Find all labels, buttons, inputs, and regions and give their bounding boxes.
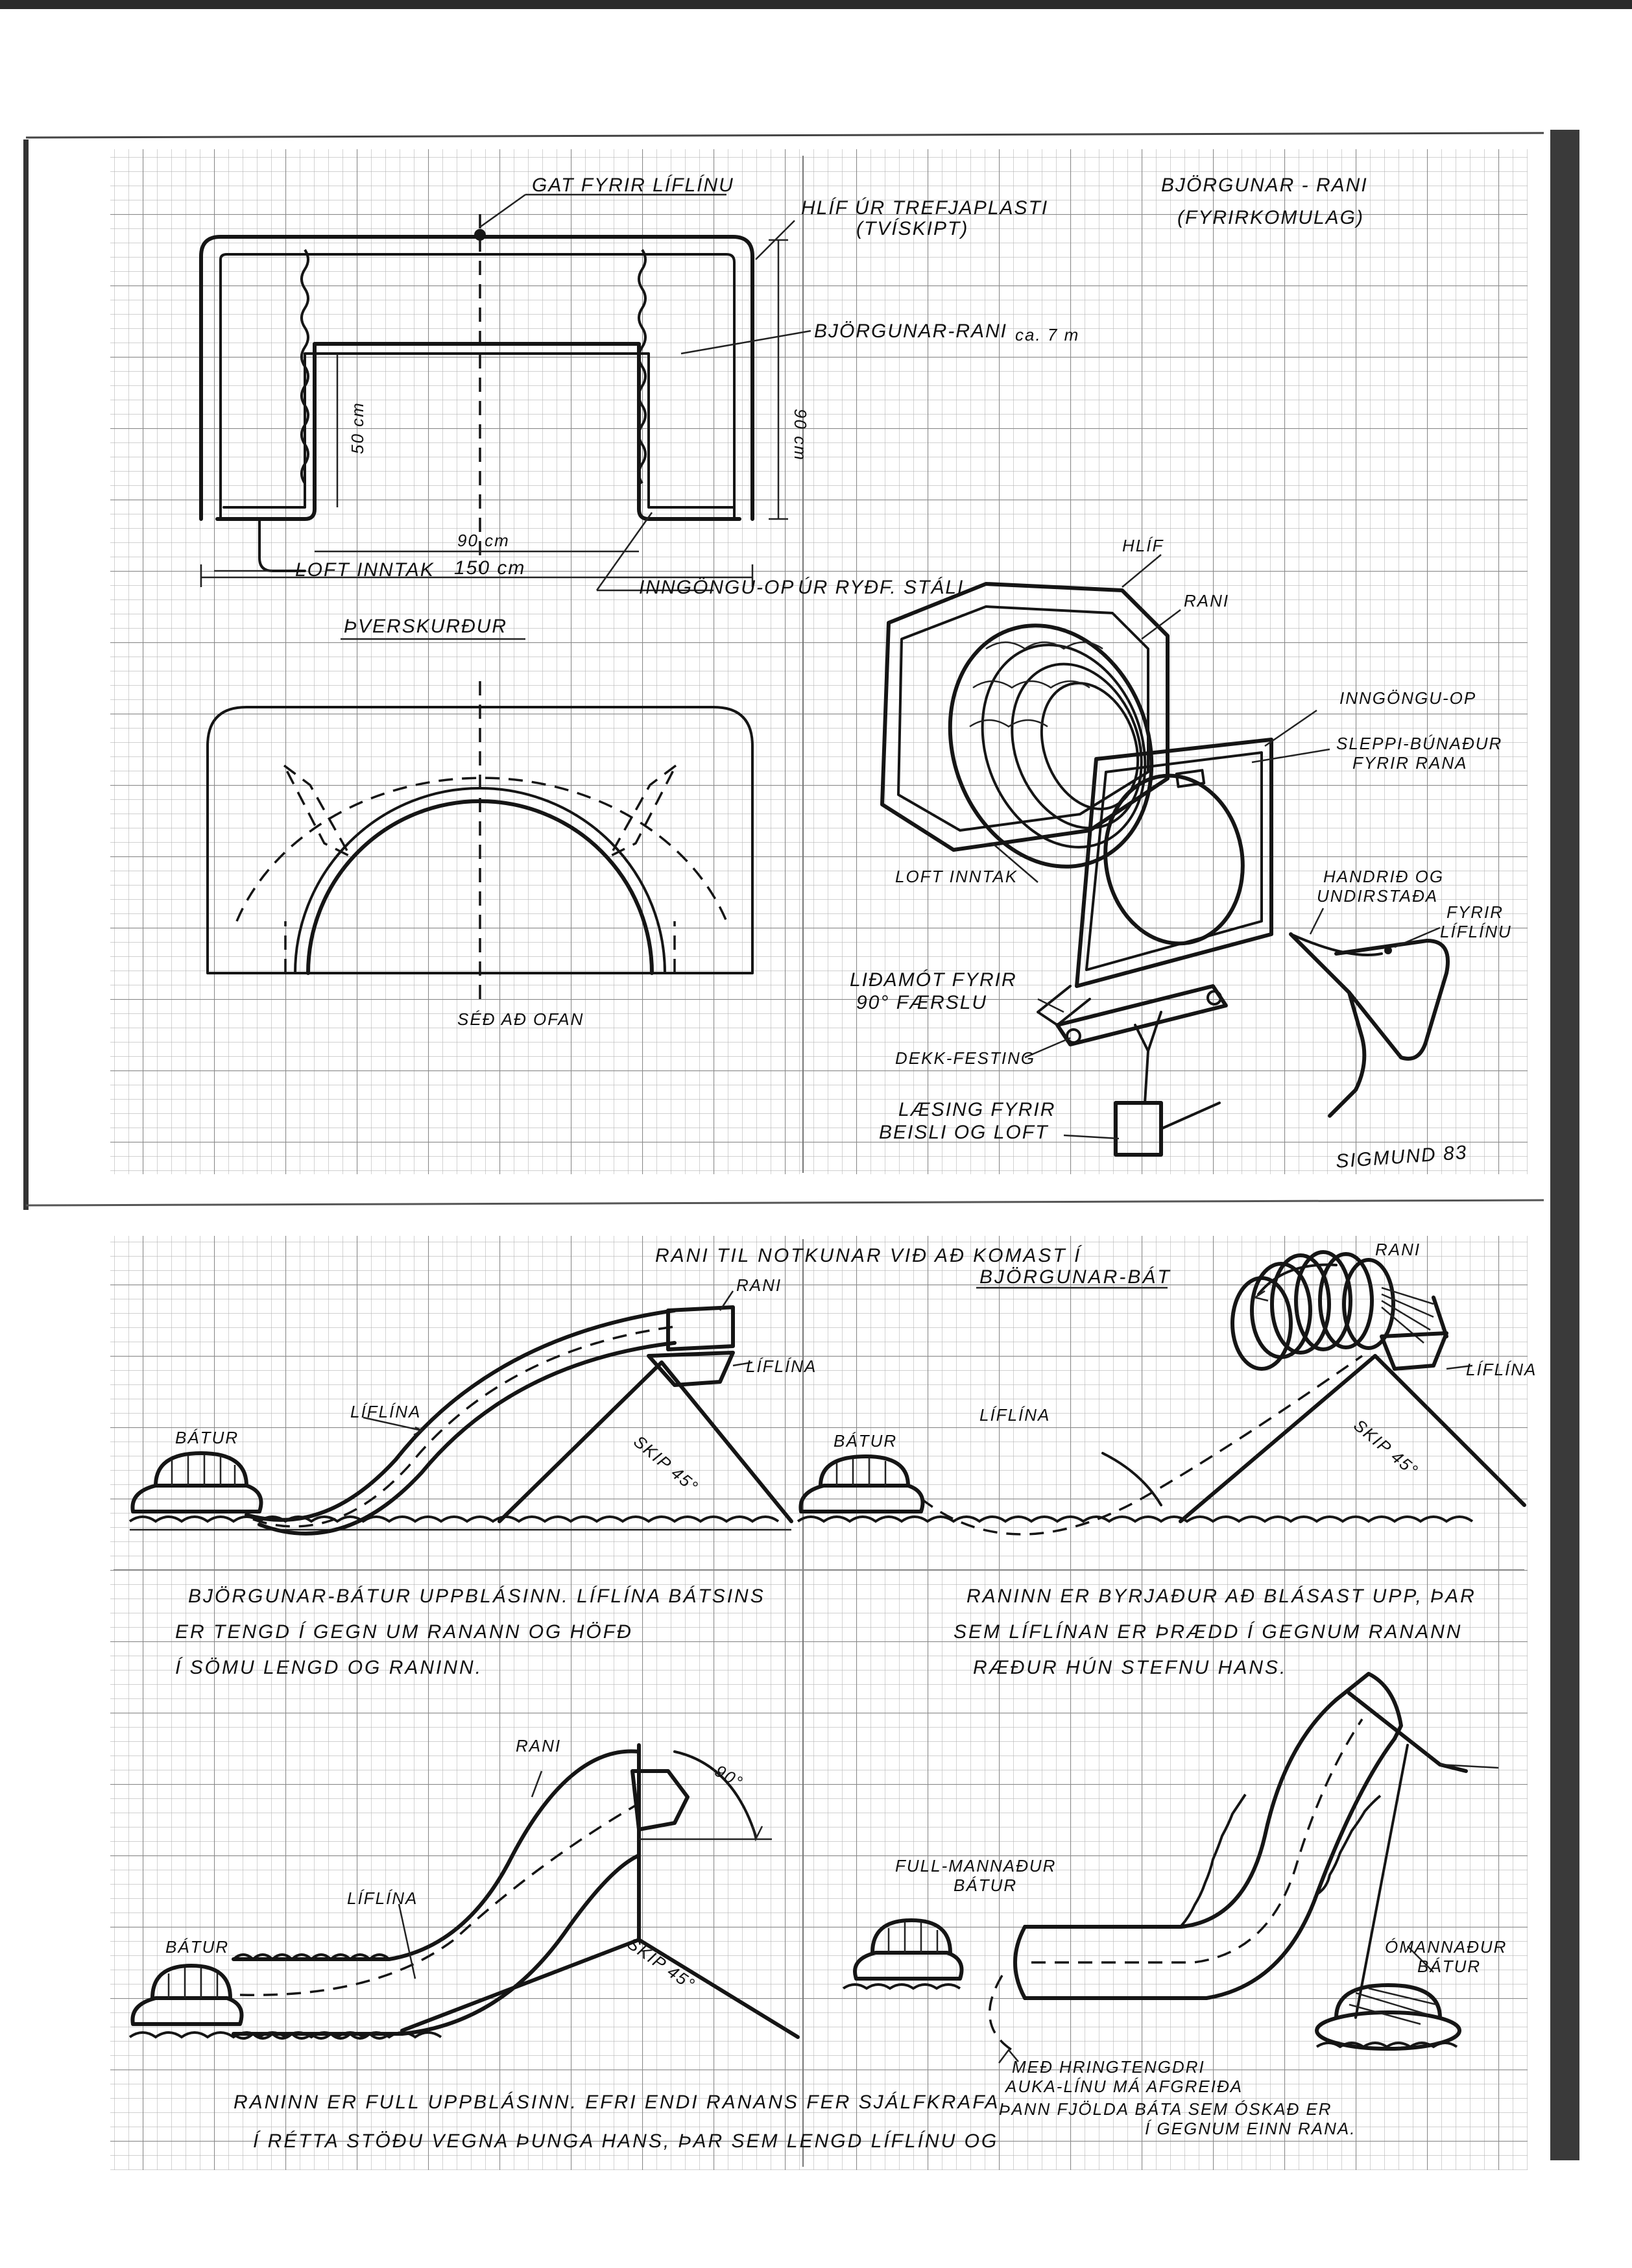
iso-label-sleppi2: FYRIR RANA	[1352, 753, 1467, 773]
panel-3-drawing	[128, 1743, 800, 2040]
sheet1-subtitle: (FYRIRKOMULAG)	[1177, 207, 1364, 228]
caption-sed-ad-ofan: SÉÐ AÐ OFAN	[457, 1009, 584, 1029]
iso-label-lasing: LÆSING FYRIR	[898, 1099, 1055, 1120]
iso-label-liflinu: LÍFLÍNU	[1440, 922, 1512, 941]
panel-2-drawing	[797, 1250, 1526, 1536]
label-ryst-stal: ÚR RYÐF. STÁLI	[798, 577, 964, 598]
p3-label-batur: BÁTUR	[165, 1937, 229, 1957]
iso-label-hlif: HLÍF	[1122, 536, 1164, 555]
p1-caption-3: Í SÖMU LENGD OG RANINN.	[175, 1657, 483, 1678]
p2-caption-2: SEM LÍFLÍNAN ER ÞRÆDD Í GEGNUM RANANN	[954, 1621, 1462, 1643]
iso-label-dekk: DEKK-FESTING	[895, 1048, 1035, 1068]
p1-label-liflina2: LÍFLÍNA	[746, 1357, 817, 1376]
p1-caption-2: ER TENGD Í GEGN UM RANANN OG HÖFÐ	[175, 1621, 633, 1643]
right-scan-edge	[1550, 130, 1579, 2160]
p4-caption-3: ÞANN FJÖLDA BÁTA SEM ÓSKAÐ ER	[999, 2099, 1332, 2119]
label-bjorgunar-rani: BJÖRGUNAR-RANI	[814, 320, 1007, 342]
p1-label-rani: RANI	[736, 1275, 782, 1295]
p4-caption-4: Í GEGNUM EINN RANA.	[1145, 2119, 1356, 2138]
label-gat: GAT FYRIR LÍFLÍNU	[532, 175, 734, 196]
p2-label-liflina: LÍFLÍNA	[979, 1405, 1050, 1425]
label-rani-length: ca. 7 m	[1015, 325, 1079, 344]
p4-label-full: FULL-MANNAÐUR	[895, 1856, 1056, 1876]
dim-90cm-height: 90 cm	[791, 409, 810, 461]
p3-caption-2: Í RÉTTA STÖÐU VEGNA ÞUNGA HANS, ÞAR SEM …	[253, 2130, 998, 2152]
dim-90cm-width: 90 cm	[457, 531, 510, 550]
caption-thverskurdur: ÞVERSKURÐUR	[344, 616, 507, 637]
iso-label-sleppi: SLEPPI-BÚNAÐUR	[1336, 734, 1502, 753]
p2-label-liflina2: LÍFLÍNA	[1466, 1360, 1537, 1379]
p1-label-liflina: LÍFLÍNA	[350, 1402, 421, 1421]
panel-1-drawing	[128, 1290, 793, 1536]
label-hlif-sub: (TVÍSKIPT)	[856, 218, 968, 239]
p2-label-batur: BÁTUR	[834, 1431, 897, 1451]
iso-label-lasing2: BEISLI OG LOFT	[879, 1122, 1049, 1143]
p3-label-rani: RANI	[516, 1736, 561, 1755]
lower-sheet-grid	[110, 1236, 1528, 2170]
iso-label-fyrir: FYRIR	[1446, 902, 1504, 922]
panel-4-drawing	[842, 1672, 1499, 2064]
iso-label-lidamot2: 90° FÆRSLU	[856, 992, 987, 1013]
top-scan-edge	[0, 0, 1632, 9]
p4-caption-2: AUKA-LÍNU MÁ AFGREIÐA	[1004, 2077, 1243, 2096]
dim-50cm: 50 cm	[348, 402, 367, 454]
p4-label-full2: BÁTUR	[954, 1876, 1017, 1895]
sheet2-title2: BJÖRGUNAR-BÁT	[979, 1266, 1171, 1288]
top-view-drawing	[206, 681, 754, 999]
upper-sheet-top-edge	[25, 132, 1544, 139]
iso-label-rani: RANI	[1184, 591, 1229, 610]
sheet1-title: BJÖRGUNAR - RANI	[1161, 175, 1368, 196]
iso-label-handrid2: UNDIRSTAÐA	[1317, 886, 1438, 906]
p2-caption-1: RANINN ER BYRJAÐUR AÐ BLÁSAST UPP, ÞAR	[966, 1586, 1476, 1607]
isometric-drawing	[880, 554, 1450, 1157]
iso-label-loft: LOFT INNTAK	[895, 867, 1018, 886]
upper-sheet-grid	[110, 149, 1528, 1174]
p3-label-liflina: LÍFLÍNA	[347, 1888, 418, 1908]
iso-label-inngongu: INNGÖNGU-OP	[1339, 688, 1476, 708]
p1-caption-1: BJÖRGUNAR-BÁTUR UPPBLÁSINN. LÍFLÍNA BÁTS…	[188, 1586, 765, 1607]
label-inngongu-op: INNGÖNGU-OP	[639, 577, 795, 598]
p1-label-batur: BÁTUR	[175, 1428, 239, 1447]
dim-150cm: 150 cm	[454, 557, 525, 579]
p4-label-omannadur: ÓMANNAÐUR	[1385, 1937, 1507, 1957]
cross-section-drawing	[199, 193, 811, 592]
p4-label-omannadur2: BÁTUR	[1417, 1957, 1481, 1976]
sheet2-title: RANI TIL NOTKUNAR VIÐ AÐ KOMAST Í	[655, 1245, 1083, 1266]
iso-label-lidamot: LIÐAMÓT FYRIR	[850, 969, 1017, 991]
p2-caption-3: RÆÐUR HÚN STEFNU HANS.	[973, 1657, 1287, 1678]
p2-label-rani: RANI	[1375, 1240, 1421, 1259]
label-loft-inntak: LOFT INNTAK	[295, 559, 435, 581]
iso-label-handrid: HANDRIÐ OG	[1323, 867, 1444, 886]
p4-caption-1: MEÐ HRINGTENGDRI	[1012, 2057, 1205, 2077]
upper-sheet-bottom-edge	[25, 1199, 1544, 1207]
p3-caption-1: RANINN ER FULL UPPBLÁSINN. EFRI ENDI RAN…	[234, 2092, 1000, 2113]
label-hlif: HLÍF ÚR TREFJAPLASTI	[801, 197, 1048, 219]
